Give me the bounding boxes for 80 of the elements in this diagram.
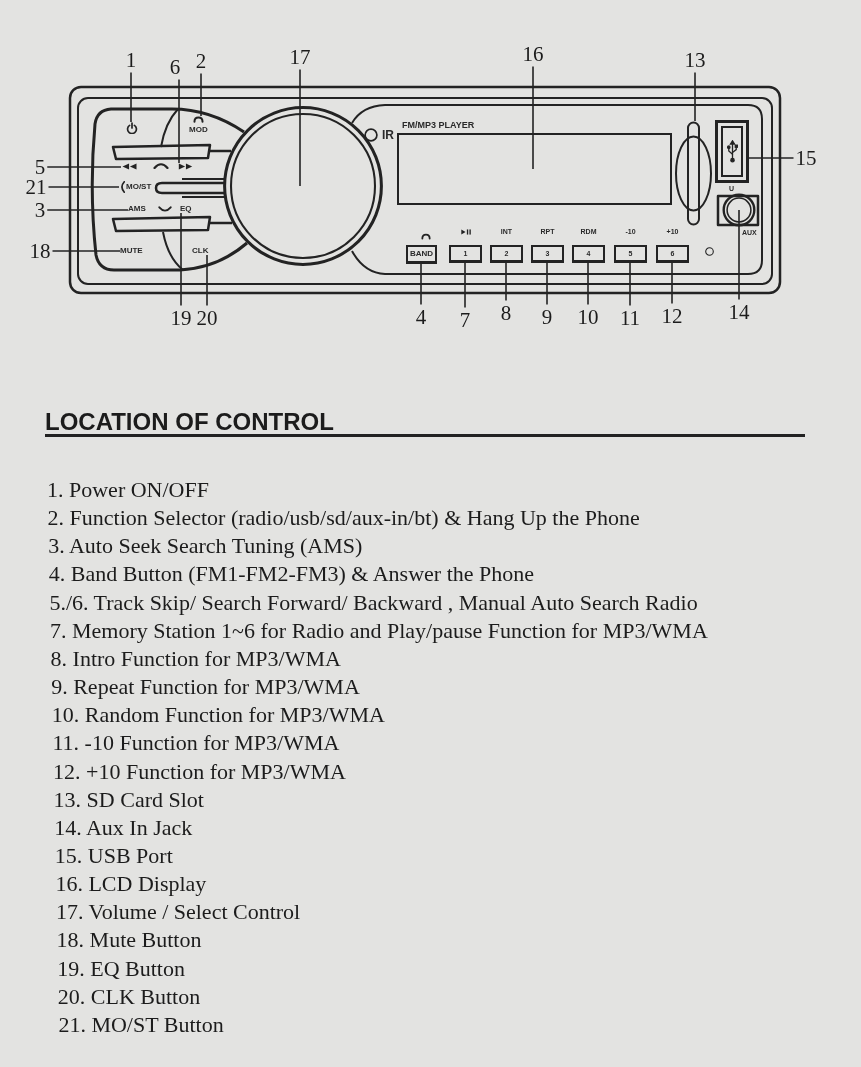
leader-line [694, 71, 696, 122]
callout-number: 8 [500, 302, 512, 324]
control-label: EQ [180, 205, 192, 213]
leader-line [738, 209, 740, 301]
section-heading: LOCATION OF CONTROL [45, 410, 334, 434]
control-label: CLK [192, 247, 209, 255]
list-item: 17. Volume / Select Control [56, 901, 301, 924]
leader-line [748, 157, 795, 159]
list-item: 14. Aux In Jack [54, 816, 193, 839]
callout-number: 6 [169, 56, 181, 78]
panel-label: FM/MP3 PLAYER [402, 121, 475, 130]
callout-number: 16 [522, 43, 544, 65]
callout-number: 20 [196, 307, 218, 329]
list-item: 7. Memory Station 1~6 for Radio and Play/pause Function for MP3/WMA [50, 619, 708, 642]
list-item: 18. Mute Button [56, 929, 202, 952]
list-item: 9. Repeat Function for MP3/WMA [51, 676, 360, 699]
control-label: MOD [189, 126, 208, 134]
callout-number: 3 [34, 199, 46, 221]
callout-number: 1 [125, 49, 137, 71]
fast-forward-icon [178, 163, 193, 170]
list-item: 20. CLK Button [57, 985, 201, 1008]
usb-port [715, 120, 749, 183]
leader-line [200, 72, 202, 117]
leader-line [629, 262, 631, 307]
callout-number: 13 [684, 49, 706, 71]
list-item: 4. Band Button (FM1-FM2-FM3) & Answer the Phone [48, 563, 535, 586]
callout-number: 21 [25, 176, 47, 198]
callout-number: 11 [619, 307, 641, 329]
leader-line [587, 262, 589, 306]
list-item: 13. SD Card Slot [53, 788, 204, 811]
control-label: MUTE [120, 247, 143, 255]
callout-number: 10 [577, 306, 599, 328]
callout-number: 12 [661, 305, 683, 327]
rewind-icon [121, 163, 138, 170]
list-item: 16. LCD Display [55, 873, 207, 896]
callout-number: 18 [29, 240, 51, 262]
list-item: 10. Random Function for MP3/WMA [51, 704, 385, 727]
list-item: 21. MO/ST Button [58, 1013, 224, 1036]
callout-number: 14 [728, 301, 750, 323]
leader-line [47, 186, 120, 188]
leader-line [420, 263, 422, 306]
callout-number: 2 [195, 50, 207, 72]
leader-line [206, 254, 208, 307]
volume-knob [223, 106, 383, 266]
band-button: BAND [406, 245, 437, 264]
list-item: 8. Intro Function for MP3/WMA [50, 647, 341, 670]
leader-line [464, 262, 466, 309]
callout-number: 5 [34, 156, 46, 178]
list-item: 12. +10 Function for MP3/WMA [53, 760, 346, 783]
control-label: AMS [128, 205, 146, 213]
leader-line [178, 78, 180, 164]
leader-line [505, 262, 507, 302]
leader-line [130, 71, 132, 123]
leader-line [51, 250, 121, 252]
aux-jack [722, 193, 756, 227]
callout-number: 17 [289, 46, 311, 68]
callout-number: 7 [459, 309, 471, 331]
leader-line [299, 68, 301, 187]
control-label: MO/ST [126, 183, 152, 191]
list-item: 2. Function Selector (radio/usb/sd/aux-in/bt) & Hang Up the Phone [47, 507, 640, 530]
callout-number: 15 [795, 147, 817, 169]
sd-card-slot [674, 121, 713, 226]
list-item: 5./6. Track Skip/ Search Forward/ Backward , Manual Auto Search Radio [49, 591, 698, 614]
leader-line [532, 65, 534, 170]
list-item: 3. Auto Seek Search Tuning (AMS) [48, 535, 363, 558]
leader-line [546, 262, 548, 306]
list-item: 15. USB Port [54, 844, 173, 867]
leader-line [671, 262, 673, 305]
sensor-label: IR [382, 129, 394, 141]
leader-line [46, 166, 122, 168]
callout-number: 9 [541, 306, 553, 328]
lcd-display [397, 133, 672, 205]
list-item: 11. -10 Function for MP3/WMA [52, 732, 340, 755]
leader-line [180, 212, 182, 307]
list-item: 1. Power ON/OFF [47, 479, 209, 501]
power-icon [126, 122, 138, 134]
list-item: 19. EQ Button [57, 957, 185, 980]
leader-line [46, 209, 129, 211]
callout-number: 4 [415, 306, 427, 328]
callout-number: 19 [170, 307, 192, 329]
